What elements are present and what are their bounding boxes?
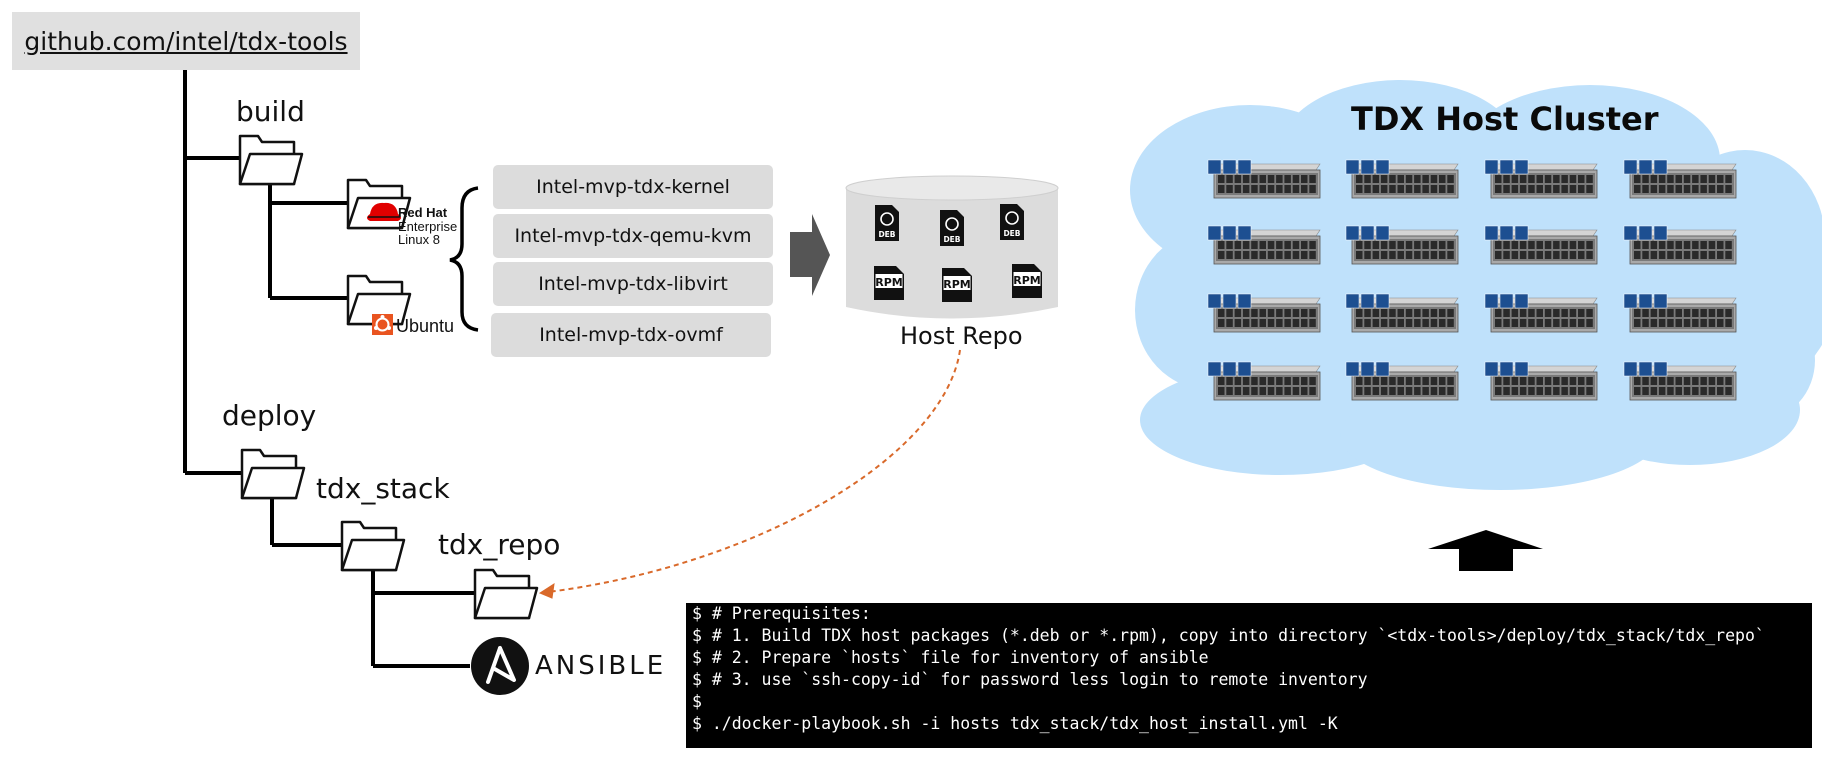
deb-file-icon: DEB: [1000, 204, 1024, 240]
redhat-edition: Enterprise: [398, 219, 458, 234]
arrow-right-icon: [790, 214, 830, 296]
package-box-qemu: Intel-mvp-tdx-qemu-kvm: [493, 214, 773, 258]
rpm-file-icon: RPM: [1012, 264, 1042, 298]
rpm-file-icon: RPM: [942, 268, 972, 302]
server-icon: [1207, 159, 1321, 199]
folder-label-tdx-repo: tdx_repo: [438, 528, 561, 561]
server-icon: [1345, 159, 1459, 199]
folder-icon-build: [238, 134, 304, 186]
server-icon: [1623, 361, 1737, 401]
repo-link[interactable]: github.com/intel/tdx-tools: [12, 12, 360, 70]
ansible-name: ANSIBLE: [535, 651, 667, 681]
curly-brace: [449, 186, 479, 332]
folder-icon-deploy: [240, 448, 306, 500]
terminal: $ # Prerequisites: $ # 1. Build TDX host…: [686, 603, 1812, 748]
redhat-logo: [367, 202, 401, 221]
server-icon: [1207, 361, 1321, 401]
svg-text:RPM: RPM: [943, 278, 970, 291]
host-repo-label: Host Repo: [900, 322, 1023, 350]
server-icon: [1484, 225, 1598, 265]
ansible-logo: [471, 637, 529, 695]
svg-text:RPM: RPM: [1013, 274, 1040, 287]
cloud-shape: [1130, 80, 1822, 490]
svg-text:DEB: DEB: [943, 235, 960, 244]
deb-file-icon: DEB: [940, 210, 964, 246]
folder-label-tdx-stack: tdx_stack: [316, 472, 450, 505]
cluster-title: TDX Host Cluster: [1351, 100, 1659, 138]
svg-text:RPM: RPM: [875, 276, 902, 289]
terminal-line: $ # 1. Build TDX host packages (*.deb or…: [692, 626, 1765, 645]
server-icon: [1207, 293, 1321, 333]
folder-label-build: build: [236, 95, 305, 128]
arrow-up-icon: [1428, 530, 1543, 571]
server-icon: [1484, 159, 1598, 199]
terminal-line: $ # 3. use `ssh-copy-id` for password le…: [692, 670, 1368, 689]
server-icon: [1345, 361, 1459, 401]
package-box-libvirt: Intel-mvp-tdx-libvirt: [493, 262, 773, 306]
folder-icon-tdx-repo: [473, 568, 539, 620]
ubuntu-logo: [372, 314, 393, 335]
server-icon: [1345, 225, 1459, 265]
svg-text:DEB: DEB: [1003, 229, 1020, 238]
redhat-name: Red Hat: [398, 205, 448, 220]
server-icon: [1207, 225, 1321, 265]
server-icon: [1623, 159, 1737, 199]
terminal-line: $: [692, 692, 702, 711]
terminal-line: $ ./docker-playbook.sh -i hosts tdx_stac…: [692, 714, 1338, 733]
server-icon: [1345, 293, 1459, 333]
server-icon: [1623, 293, 1737, 333]
ubuntu-name: Ubuntu: [396, 316, 455, 336]
dashed-arrow: [538, 349, 961, 599]
server-icon: [1484, 361, 1598, 401]
package-box-ovmf: Intel-mvp-tdx-ovmf: [491, 313, 771, 357]
terminal-line: $ # 2. Prepare `hosts` file for inventor…: [692, 648, 1209, 667]
server-grid: [1207, 159, 1737, 401]
folder-icon-tdx-stack: [340, 520, 406, 572]
package-box-kernel: Intel-mvp-tdx-kernel: [493, 165, 773, 209]
svg-text:DEB: DEB: [878, 230, 895, 239]
deb-file-icon: DEB: [875, 205, 899, 241]
folder-label-deploy: deploy: [222, 399, 317, 432]
redhat-version: Linux 8: [398, 232, 440, 247]
server-icon: [1623, 225, 1737, 265]
rpm-file-icon: RPM: [874, 266, 904, 300]
terminal-line: $ # Prerequisites:: [692, 604, 871, 623]
server-icon: [1484, 293, 1598, 333]
